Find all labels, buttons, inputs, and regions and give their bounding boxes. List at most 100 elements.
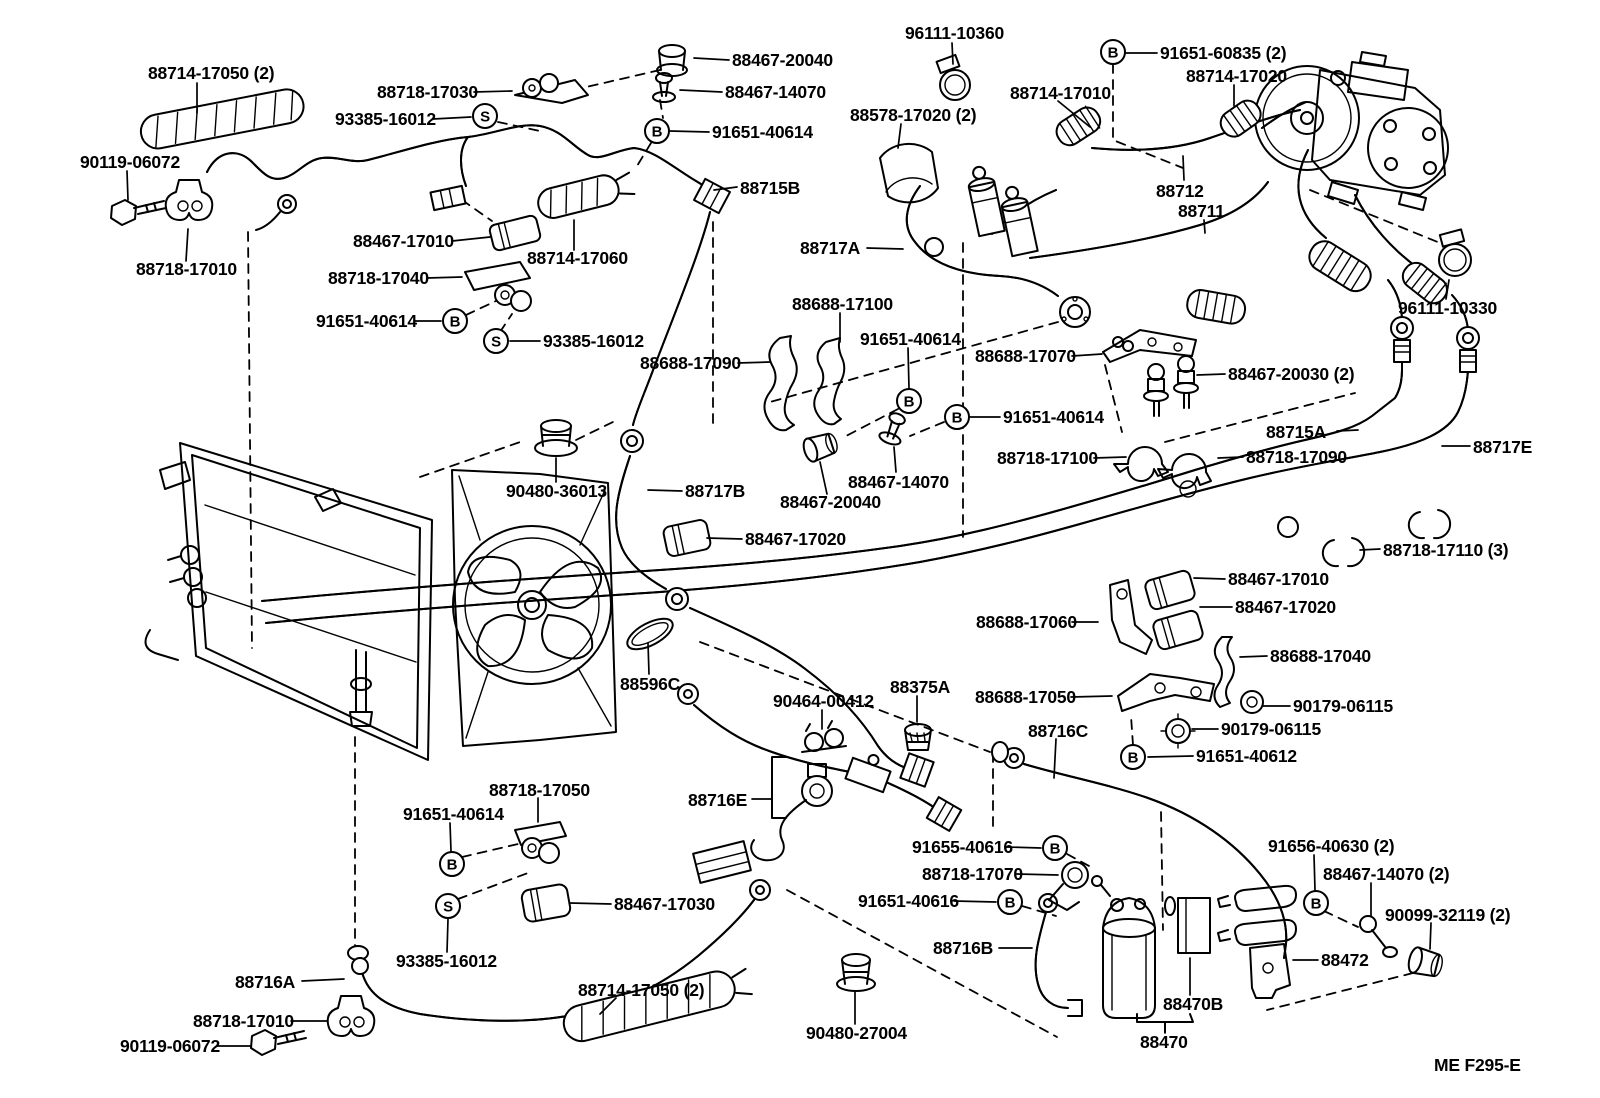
leader-line (648, 643, 649, 674)
part-number-label: 91651-40614 (403, 804, 504, 824)
hose-end-fitting (694, 179, 730, 213)
part-number-label: 93385-16012 (335, 109, 436, 129)
part-number-label: 88467-17010 (1228, 569, 1329, 589)
part-number-label: 88718-17040 (328, 268, 429, 288)
callout-B: B (440, 852, 464, 876)
callout-B: B (443, 309, 467, 333)
fan-shroud (452, 470, 616, 746)
leader-line (1197, 374, 1225, 375)
damper-88467-17020-mid (662, 519, 711, 557)
dashed-construction-lines (248, 64, 1440, 1037)
damper-88467-17010-left (489, 215, 542, 252)
leader-line (694, 58, 729, 60)
bracket-88718-17030 (515, 74, 588, 103)
leader-line (894, 447, 896, 472)
part-number-label: 88467-17010 (353, 231, 454, 251)
label-bracket-88716e (772, 757, 786, 818)
callout-B: B (1043, 836, 1067, 860)
leader-line (648, 490, 682, 491)
leader-line (1148, 756, 1193, 757)
part-number-label: 88716A (235, 972, 296, 992)
clamp-88472 (1218, 886, 1296, 998)
part-number-label: 90480-27004 (806, 1023, 907, 1043)
leader-line (898, 124, 901, 148)
clamp-88718-17090 (1158, 454, 1211, 497)
part-number-label: 90099-32119 (2) (1385, 905, 1510, 925)
damper-88467-17020-right (1152, 609, 1204, 651)
part-number-label: 88467-14070 (848, 472, 949, 492)
part-number-label: 88711 (1178, 201, 1225, 221)
part-number-label: 88716E (688, 790, 747, 810)
sensor-88375A (905, 724, 931, 750)
part-number-label: 96111-10360 (905, 23, 1004, 43)
part-number-label: 91651-60835 (2) (1160, 43, 1286, 63)
svg-text:B: B (1005, 895, 1016, 912)
part-number-label: 88716B (933, 938, 993, 958)
svg-text:B: B (952, 410, 963, 427)
part-number-label: 88688-17070 (975, 346, 1076, 366)
leader-line (680, 90, 722, 92)
bracket-88688-17060 (1110, 580, 1152, 654)
drier-oring (1165, 897, 1175, 915)
leader-line (447, 919, 448, 952)
hose-88717a (905, 184, 1090, 327)
part-number-label: 90119-06072 (80, 152, 180, 172)
corrugated-section (1052, 103, 1105, 150)
leader-line (1240, 656, 1267, 657)
part-number-label: 88467-17020 (745, 529, 846, 549)
leader-line (186, 229, 188, 261)
callout-B: B (1121, 745, 1145, 769)
clamp-88718-17010-2 (328, 996, 375, 1036)
bolt-88467-14070 (653, 73, 675, 102)
hose-88716c (992, 742, 1288, 960)
clamp-88718-17050 (515, 822, 566, 863)
part-number-label: 88467-17030 (614, 894, 715, 914)
bracket-88688-17040 (1214, 637, 1234, 707)
leader-line (570, 903, 611, 904)
part-number-label: 88688-17040 (1270, 646, 1371, 666)
bracket-88688-17090 (764, 336, 796, 430)
leader-line (600, 998, 616, 1014)
oring-88596c (623, 613, 677, 656)
hose-88716b (1033, 894, 1082, 1016)
hose-88717b (614, 210, 934, 787)
hose-88715b (205, 123, 730, 230)
callout-B: B (945, 405, 969, 429)
pipe-threaded-tip (1460, 350, 1476, 372)
grommet-90480-27004 (837, 954, 875, 991)
leader-line (1204, 220, 1205, 233)
leader-line (1314, 855, 1315, 890)
leader-line (1430, 923, 1431, 949)
part-number-label: 88470B (1163, 994, 1223, 1014)
part-number-label: 88718-17100 (997, 448, 1098, 468)
svg-text:S: S (443, 899, 453, 916)
hose-end-fitting (900, 753, 933, 786)
part-number-label: 88718-17050 (489, 780, 590, 800)
part-number-label: 88717E (1473, 437, 1532, 457)
svg-text:B: B (1311, 896, 1322, 913)
clamp-96111-10330 (1439, 229, 1471, 276)
bracket-88718-17040 (465, 262, 531, 311)
leader-line (1054, 739, 1056, 778)
svg-text:B: B (1050, 841, 1061, 858)
spiral-wrap-88714-17060 (535, 169, 635, 221)
grommet-88467-20040 (657, 45, 687, 76)
leader-line (474, 91, 512, 92)
part-number-label: 88712 (1156, 181, 1204, 201)
leader-line (670, 131, 709, 132)
leader-line (1058, 101, 1090, 127)
part-number-label: 91651-40614 (316, 311, 417, 331)
corrugated-section (1185, 288, 1247, 326)
leader-line (952, 43, 953, 64)
part-number-label: 90119-06072 (120, 1036, 220, 1056)
clip-88718-17110 (1278, 510, 1450, 566)
damper-88467-20030 (1144, 356, 1198, 416)
leader-line (433, 117, 471, 119)
part-number-label: 88718-17090 (1246, 447, 1347, 467)
svg-text:B: B (1108, 45, 1119, 62)
part-number-label: 88467-14070 (725, 82, 826, 102)
part-number-label: 91651-40614 (860, 329, 961, 349)
callout-B: B (1101, 40, 1125, 64)
evaporator-plug-fitting (965, 164, 1005, 236)
part-number-label: 88714-17050 (2) (148, 63, 274, 83)
